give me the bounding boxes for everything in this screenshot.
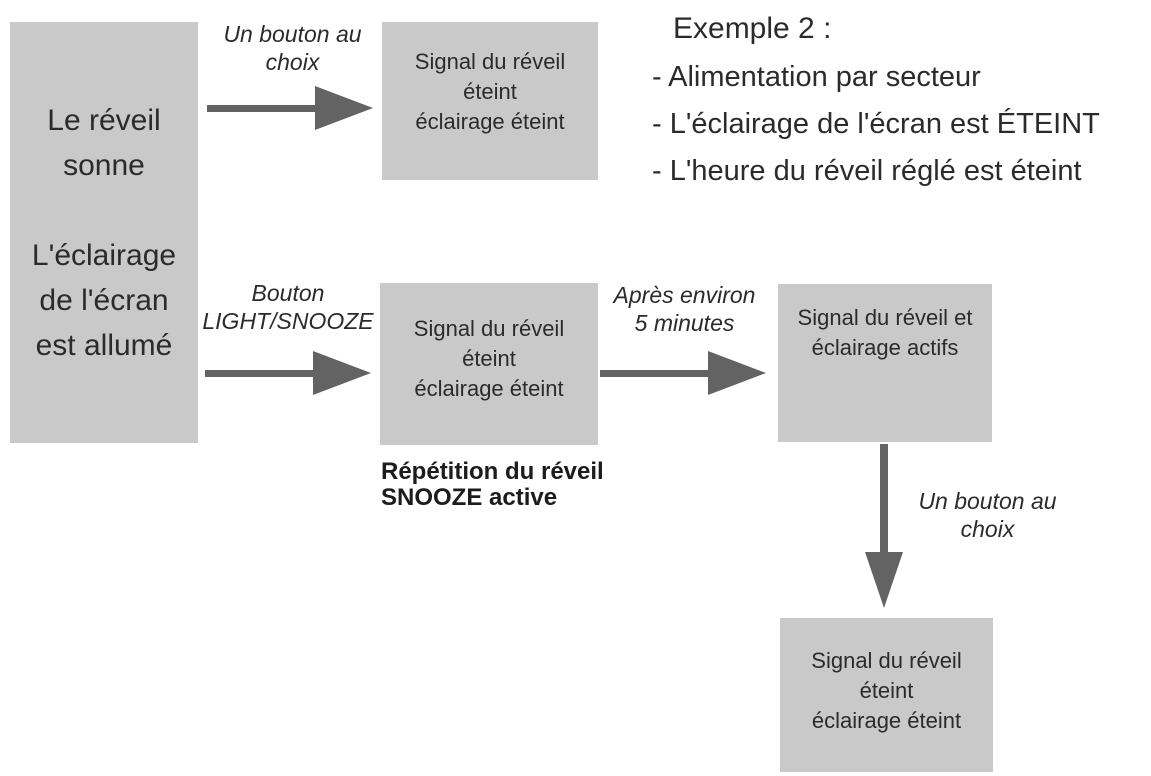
arrow-head — [865, 552, 903, 608]
example-item-power: - Alimentation par secteur — [652, 61, 981, 93]
arrow-shaft — [600, 370, 714, 377]
arrow-head — [315, 86, 373, 130]
example-item-alarm-time: - L'heure du réveil réglé est éteint — [652, 155, 1082, 187]
edge-label-light-snooze-button: Bouton LIGHT/SNOOZE — [202, 280, 374, 334]
flow-node-snooze-off: Signal du réveil éteint éclairage éteint — [380, 283, 598, 445]
arrow-shaft — [205, 370, 319, 377]
example-legend: Exemple 2 : - Alimentation par secteur -… — [652, 8, 1151, 195]
arrow-head — [708, 351, 766, 395]
snooze-repeat-note: Répétition du réveil SNOOZE active — [381, 458, 604, 511]
arrow-down-icon — [865, 444, 903, 608]
arrow-right-icon — [207, 86, 373, 130]
flow-node-alarm-off-end: Signal du réveil éteint éclairage éteint — [780, 618, 993, 772]
flow-node-alarm-ringing: Le réveil sonne L'éclairage de l'écran e… — [10, 22, 198, 443]
arrow-right-icon — [600, 351, 772, 395]
example-title: Exemple 2 : — [673, 12, 832, 45]
arrow-shaft — [880, 444, 888, 556]
arrow-right-icon — [205, 351, 375, 395]
flow-node-alarm-off-top: Signal du réveil éteint éclairage éteint — [382, 22, 598, 180]
example-item-backlight: - L'éclairage de l'écran est ÉTEINT — [652, 108, 1100, 140]
arrow-head — [313, 351, 371, 395]
flow-node-alarm-active: Signal du réveil et éclairage actifs — [778, 284, 992, 442]
edge-label-any-button-bottom: Un bouton au choix — [918, 488, 1057, 542]
edge-label-after-5-minutes: Après environ 5 minutes — [613, 282, 756, 336]
edge-label-any-button-top: Un bouton au choix — [223, 21, 362, 75]
arrow-shaft — [207, 105, 321, 112]
